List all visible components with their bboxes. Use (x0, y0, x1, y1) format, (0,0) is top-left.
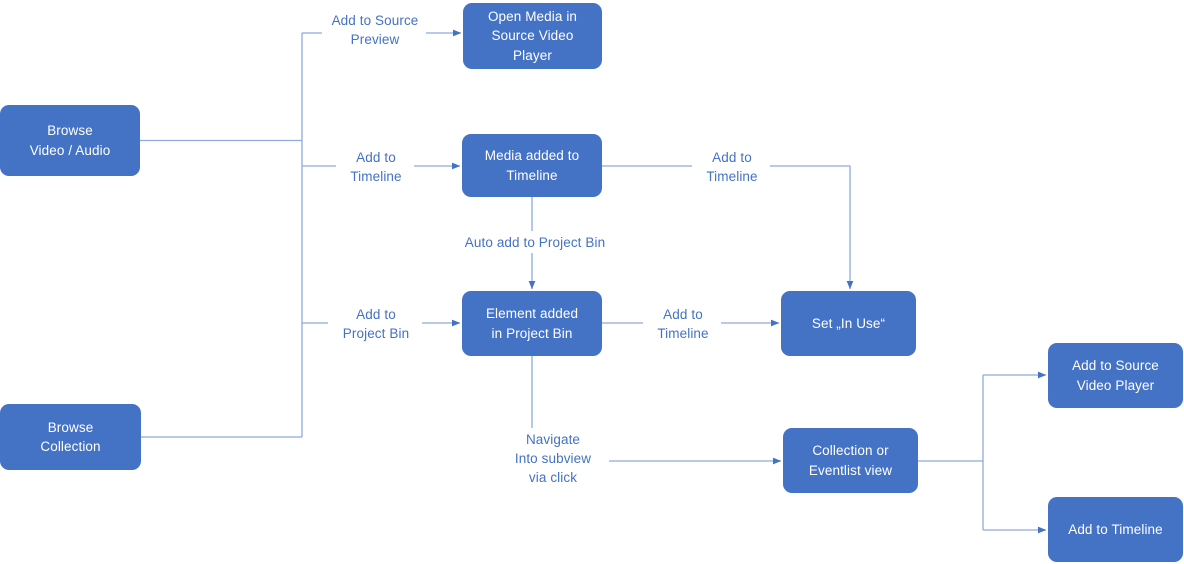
node-add-to-timeline[interactable]: Add to Timeline (1048, 497, 1183, 562)
edge-label-add-to-timeline-lower: Add to Timeline (645, 305, 721, 344)
edge-label-navigate-into-subview-via-click: Navigate Into subview via click (497, 430, 609, 488)
node-element-added-in-project-bin[interactable]: Element added in Project Bin (462, 291, 602, 356)
node-browse-video-audio[interactable]: Browse Video / Audio (0, 105, 140, 176)
edge-label-add-to-timeline-upper: Add to Timeline (338, 148, 414, 187)
node-browse-collection[interactable]: Browse Collection (0, 404, 141, 470)
edge-label-add-to-source-preview: Add to Source Preview (324, 11, 426, 50)
node-media-added-to-timeline[interactable]: Media added to Timeline (462, 134, 602, 197)
edge-label-add-to-timeline-right: Add to Timeline (694, 148, 770, 187)
edge-media-timeline-to-set-in-use (766, 165, 854, 290)
node-collection-or-eventlist-view[interactable]: Collection or Eventlist view (783, 428, 918, 493)
node-open-media-source-video-player[interactable]: Open Media in Source Video Player (463, 3, 602, 69)
node-add-to-source-video-player[interactable]: Add to Source Video Player (1048, 343, 1183, 408)
node-set-in-use[interactable]: Set „In Use“ (781, 291, 916, 356)
edge-label-add-to-project-bin: Add to Project Bin (330, 305, 422, 344)
edge-label-auto-add-to-project-bin: Auto add to Project Bin (453, 233, 617, 253)
